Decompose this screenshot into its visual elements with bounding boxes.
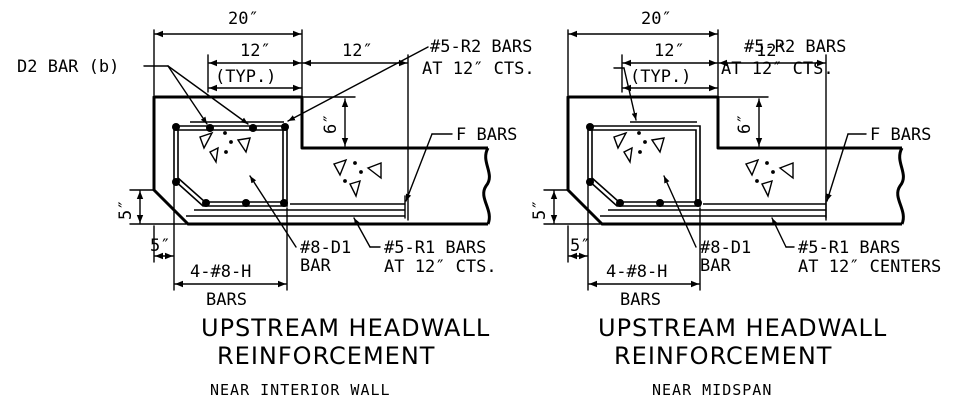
left-h-bars-text-2: BARS xyxy=(206,290,247,310)
left-leader xyxy=(167,65,208,125)
left-rebar-dot xyxy=(280,199,288,207)
right-h-bars-text-2: BARS xyxy=(620,290,661,310)
right-leader xyxy=(623,67,638,121)
right-slab-break xyxy=(896,147,905,225)
left-slab-break xyxy=(482,147,491,225)
left-r2-label-2: AT 12″ CTS. xyxy=(422,59,535,79)
left-subtitle: NEAR INTERIOR WALL xyxy=(210,381,391,399)
left-r2-label-1: #5-R2 BARS xyxy=(430,37,532,57)
left-leader xyxy=(167,65,249,125)
left-rebar-dot xyxy=(249,124,257,132)
right-f-bars-label: F BARS xyxy=(870,125,931,145)
left-rebar-dot xyxy=(242,199,250,207)
left-leader xyxy=(353,217,371,248)
left-headwall-outline xyxy=(152,95,488,226)
right-title-line2: REINFORCEMENT xyxy=(614,342,832,370)
left-r1-label-2: AT 12″ CTS. xyxy=(384,257,497,277)
left-d1-label-1: #8-D1 xyxy=(300,238,351,258)
left-h-bars-text: 4-#8-H xyxy=(190,262,251,282)
right-r1-label-1: #5-R1 BARS xyxy=(798,238,900,258)
right-leader xyxy=(663,175,697,248)
left-rebar-dot xyxy=(281,123,289,131)
left-d1-label-2: BAR xyxy=(300,256,331,276)
right-rebar-dot xyxy=(586,178,594,186)
left-rebar-dot xyxy=(172,123,180,131)
right-dim-5v-text: 5″ xyxy=(530,200,550,220)
left-dim-5h-text: 5″ xyxy=(150,236,170,256)
right-h-bars-text: 4-#8-H xyxy=(606,262,667,282)
right-typ-text: (TYP.) xyxy=(630,67,691,87)
left-leader xyxy=(249,175,297,248)
right-dim-12b-text: 12″ xyxy=(756,41,787,61)
right-dim-12a-text: 12″ xyxy=(654,41,685,61)
right-rebar-dot xyxy=(616,199,624,207)
right-r2-label-2: AT 12″ CTS. xyxy=(721,59,834,79)
left-rebar-dot xyxy=(206,124,214,132)
left-aggregate-hatch xyxy=(199,131,382,198)
right-subtitle: NEAR MIDSPAN xyxy=(652,381,772,399)
left-d2-bar-label: D2 BAR (b) xyxy=(17,57,119,77)
left-typ-text: (TYP.) xyxy=(215,67,276,87)
left-rebar-dot xyxy=(172,178,180,186)
left-dim-12b-text: 12″ xyxy=(342,41,373,61)
left-dim-6-text: 6″ xyxy=(321,114,341,134)
right-rebar-dot xyxy=(586,123,594,131)
left-leader xyxy=(405,133,433,202)
left-rebar-dot xyxy=(202,199,210,207)
left-dim-5v-text: 5″ xyxy=(116,200,136,220)
right-headwall-outline xyxy=(566,95,902,226)
right-d1-label-2: BAR xyxy=(700,256,731,276)
right-aggregate-hatch xyxy=(613,131,794,198)
right-r1-label-2: AT 12″ CENTERS xyxy=(798,257,941,277)
right-rebar-dot xyxy=(656,199,664,207)
left-leader xyxy=(287,46,429,122)
left-r1-label-1: #5-R1 BARS xyxy=(384,238,486,258)
right-leader xyxy=(826,133,849,202)
right-leader xyxy=(771,217,787,248)
left-detail: 20″ 12″ 12″ (TYP.) 6″ 5″ 5″ 4-#8-H BARS … xyxy=(17,9,535,399)
left-dim-20-text: 20″ xyxy=(228,9,259,29)
right-dim-5h-text: 5″ xyxy=(570,236,590,256)
left-d1-stirrup xyxy=(173,125,288,207)
right-r2-label-1: #5-R2 BARS xyxy=(744,37,846,57)
left-f-bars-label: F BARS xyxy=(456,125,517,145)
right-d1-stirrup xyxy=(587,125,701,207)
left-title-line2: REINFORCEMENT xyxy=(217,342,435,370)
left-title-line1: UPSTREAM HEADWALL xyxy=(201,314,490,342)
left-dim-12a-text: 12″ xyxy=(240,41,271,61)
right-rebar-dot xyxy=(694,199,702,207)
right-title-line1: UPSTREAM HEADWALL xyxy=(598,314,887,342)
right-d1-label-1: #8-D1 xyxy=(700,238,751,258)
right-detail: 20″ 12″ 12″ (TYP.) 6″ 5″ 5″ 4-#8-H BARS … xyxy=(530,9,941,399)
right-dim-6-text: 6″ xyxy=(735,114,755,134)
right-dim-20-text: 20″ xyxy=(641,9,672,29)
